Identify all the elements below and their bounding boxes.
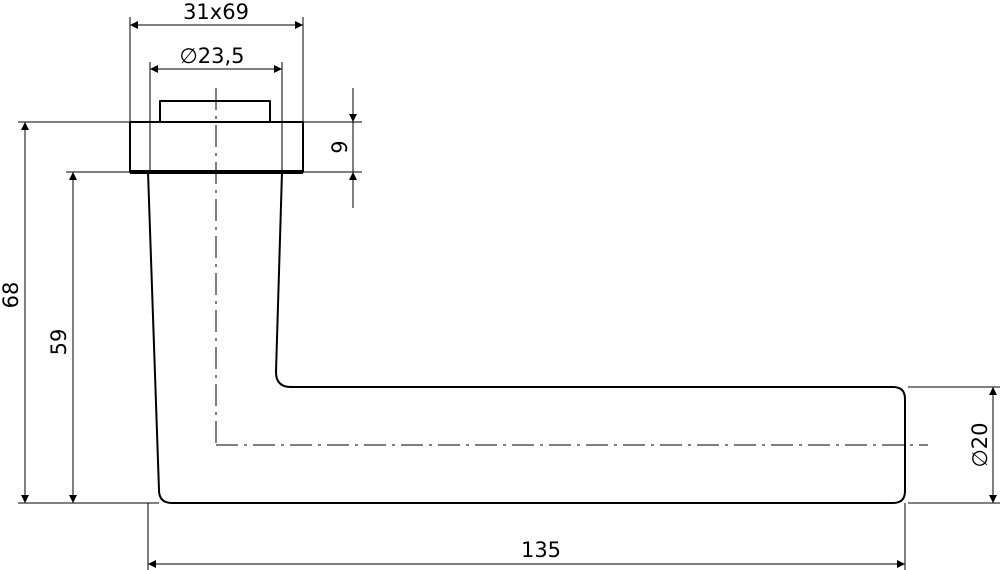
dim-rose-height: 9 (303, 88, 362, 208)
dim-rose-height-label: 9 (328, 140, 352, 153)
handle-part (129, 88, 928, 504)
dim-rose-size-label: 31x69 (183, 0, 249, 24)
dim-spindle-diameter-label: ∅23,5 (179, 44, 244, 68)
dim-grip-diameter-label: ∅20 (968, 422, 992, 467)
dim-overall-length-label: 135 (521, 538, 561, 562)
dim-overall-height: 68 (0, 121, 159, 504)
dim-overall-height-label: 68 (0, 282, 23, 309)
dim-rose-size: 31x69 (129, 0, 304, 122)
dim-spindle-diameter: ∅23,5 (149, 44, 283, 172)
dim-grip-diameter: ∅20 (908, 386, 1000, 504)
dim-lever-height: 59 (47, 171, 148, 503)
dim-lever-height-label: 59 (47, 329, 71, 356)
lever-body (147, 171, 906, 504)
dim-overall-length: 135 (147, 503, 906, 570)
spindle-stub (159, 100, 271, 122)
